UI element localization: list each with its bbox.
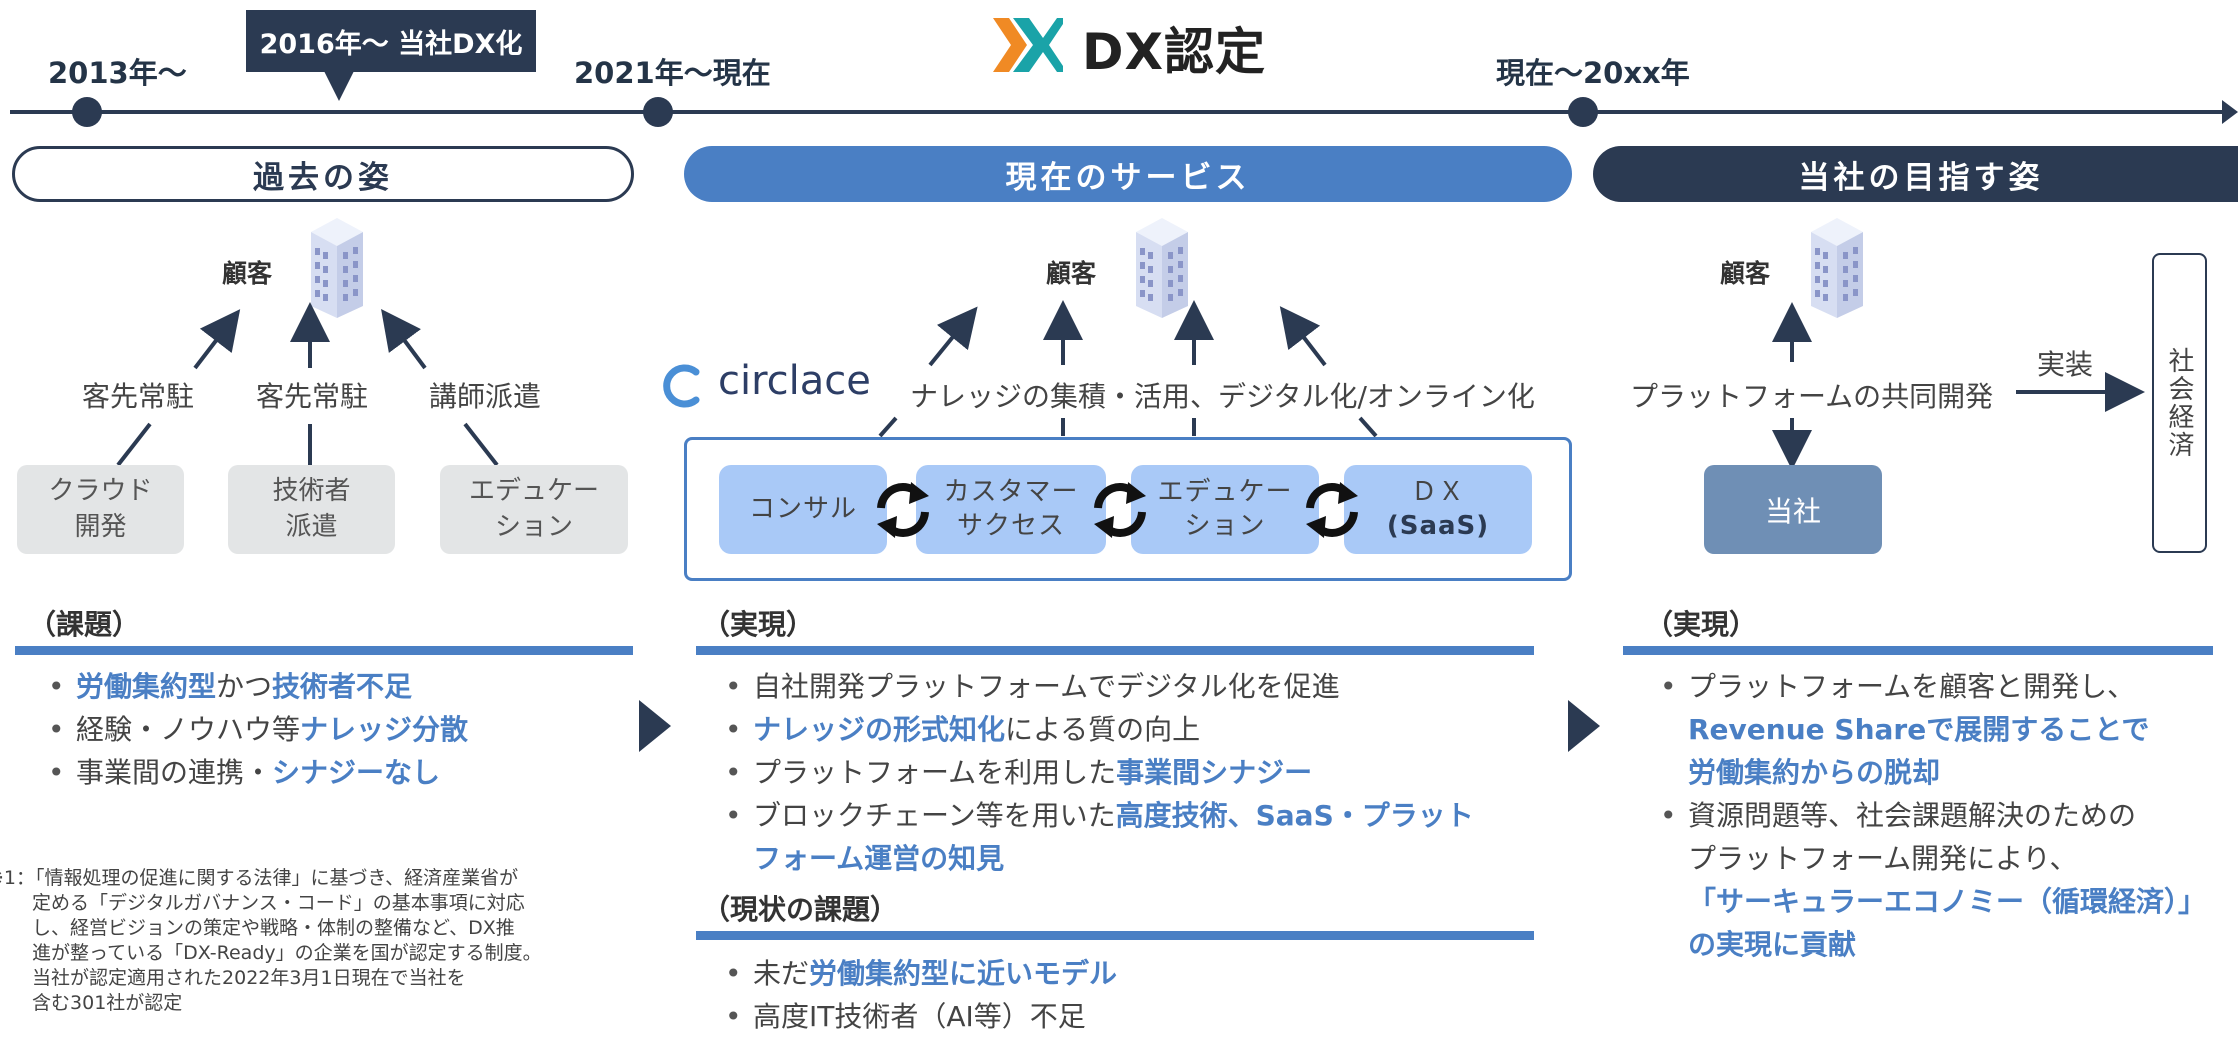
- dx-saas-line2: (SaaS): [1386, 510, 1490, 541]
- present-realize-bar: [696, 646, 1534, 655]
- future-customer-label: 顧客: [1720, 259, 1771, 288]
- timeline-label-2013: 2013年〜: [48, 56, 187, 90]
- future-company-box: 当社: [1704, 465, 1882, 554]
- building-icon: [311, 218, 363, 318]
- present-arrows: [878, 300, 1378, 438]
- list-item: 未だ労働集約型に近いモデル: [725, 952, 1535, 995]
- future-implement-label: 実装: [2037, 348, 2094, 381]
- list-item: 労働集約型かつ技術者不足: [48, 665, 628, 708]
- dx-badge-text: DX認定: [1082, 23, 1267, 81]
- past-footnote: ※1：「情報処理の促進に関する法律」に基づき、経済産業省が 定める「デジタルガバ…: [0, 867, 542, 1014]
- dx-callout: 2016年〜 当社DX化: [246, 10, 536, 72]
- past-box-education: エデュケー ション: [440, 465, 628, 554]
- past-box-engineer: 技術者 派遣: [228, 465, 395, 554]
- future-company-label: 当社: [1764, 494, 1821, 528]
- service-box-education: エデュケー ション: [1131, 465, 1319, 554]
- sync-icon: [1306, 482, 1358, 538]
- list-item: プラットフォームを顧客と開発し、Revenue Shareで展開することで 労働…: [1660, 665, 2235, 794]
- list-item: 資源問題等、社会課題解決のための プラットフォーム開発により、「サーキュラーエコ…: [1660, 794, 2235, 966]
- service-box-customer-success: カスタマー サクセス: [916, 465, 1106, 554]
- building-icon: [1811, 218, 1863, 318]
- present-issue-bar: [696, 931, 1534, 940]
- service-box-consul: コンサル: [719, 465, 887, 554]
- next-arrow-icon: [1568, 700, 1600, 752]
- future-platform-label: プラットフォームの共同開発: [1630, 380, 1994, 413]
- past-customer-label: 顧客: [222, 259, 273, 288]
- future-realize-bar: [1623, 646, 2213, 655]
- timeline-label-future: 現在〜20xx年: [1496, 56, 1690, 90]
- past-issue-title: （課題）: [28, 608, 141, 641]
- present-caption: ナレッジの集積・活用、デジタル化/オンライン化: [910, 380, 1535, 413]
- timeline-dot-now: [1568, 97, 1598, 127]
- sync-icon: [1094, 482, 1146, 538]
- section-header-future: 当社の目指す姿: [1593, 146, 2238, 202]
- past-arrow-label-1: 客先常駐: [82, 380, 195, 413]
- present-realize-title: （実現）: [702, 608, 815, 641]
- past-issue-list: 労働集約型かつ技術者不足 経験・ノウハウ等ナレッジ分散 事業間の連携・シナジーな…: [48, 665, 628, 794]
- building-icon: [1136, 218, 1188, 318]
- list-item: 高度IT技術者（AI等）不足: [725, 995, 1535, 1038]
- present-issue-title: （現状の課題）: [702, 893, 899, 926]
- dx-callout-text: 2016年〜 当社DX化: [259, 28, 523, 60]
- past-arrow-label-3: 講師派遣: [429, 380, 542, 413]
- list-item: プラットフォームを利用した事業間シナジー: [725, 751, 1535, 794]
- past-issue-bar: [15, 646, 633, 655]
- dx-logo-icon: [993, 18, 1063, 72]
- list-item: ナレッジの形式知化による質の向上: [725, 708, 1535, 751]
- list-item: 自社開発プラットフォームでデジタル化を促進: [725, 665, 1535, 708]
- future-society-label: 社会経済: [2164, 347, 2194, 459]
- timeline-label-2021: 2021年〜現在: [574, 56, 771, 90]
- section-header-present: 現在のサービス: [684, 146, 1572, 202]
- future-society-box: 社会経済: [2152, 253, 2207, 553]
- section-header-past: 過去の姿: [12, 146, 634, 202]
- circlace-brand-name: circlace: [718, 358, 871, 404]
- next-arrow-icon: [639, 700, 671, 752]
- future-realize-list: プラットフォームを顧客と開発し、Revenue Shareで展開することで 労働…: [1660, 665, 2235, 966]
- circlace-logo-icon: [663, 364, 700, 408]
- list-item: 事業間の連携・シナジーなし: [48, 751, 628, 794]
- callout-pointer-icon: [324, 71, 354, 101]
- past-box-cloud: クラウド 開発: [17, 465, 184, 554]
- list-item: ブロックチェーン等を用いた高度技術、SaaS・プラット フォーム運営の知見: [725, 794, 1535, 880]
- dx-saas-line1: ＤＸ: [1410, 476, 1465, 507]
- timeline-dot-2013: [72, 97, 102, 127]
- future-arrows: [1772, 302, 2145, 470]
- present-issue-list: 未だ労働集約型に近いモデル 高度IT技術者（AI等）不足: [725, 952, 1535, 1038]
- present-customer-label: 顧客: [1046, 259, 1097, 288]
- present-realize-list: 自社開発プラットフォームでデジタル化を促進 ナレッジの形式知化による質の向上 プ…: [725, 665, 1535, 880]
- future-realize-title: （実現）: [1645, 608, 1758, 641]
- past-arrow-label-2: 客先常駐: [256, 380, 369, 413]
- list-item: 経験・ノウハウ等ナレッジ分散: [48, 708, 628, 751]
- timeline-dot-2021: [643, 97, 673, 127]
- sync-icon: [877, 482, 929, 538]
- past-arrows: [116, 302, 499, 467]
- service-box-dx-saas: ＤＸ (SaaS): [1344, 465, 1532, 554]
